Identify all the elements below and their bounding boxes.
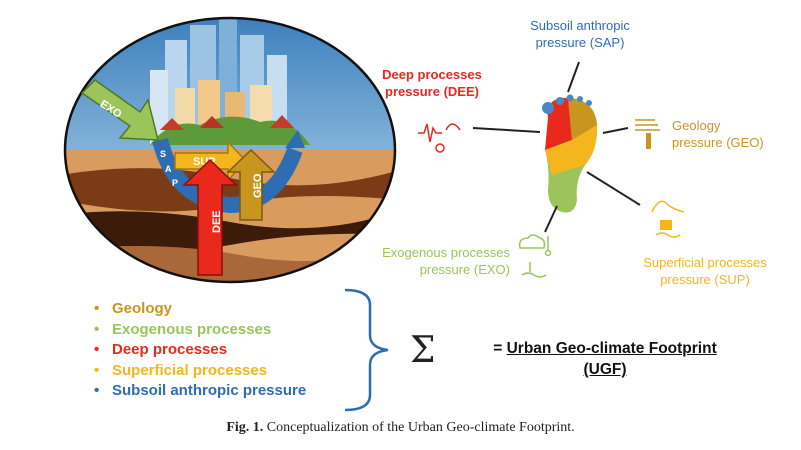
exo-arrow bbox=[80, 79, 159, 141]
legend-item-deep: •Deep processes bbox=[94, 341, 228, 358]
geo-connector bbox=[602, 127, 629, 134]
footprint bbox=[542, 94, 598, 213]
geo-arrow bbox=[226, 148, 276, 221]
city-skyline bbox=[150, 18, 310, 145]
geo-arrow-label: GEO bbox=[252, 173, 264, 198]
caption-label: Fig. 1. bbox=[226, 420, 264, 435]
weather-icon bbox=[518, 234, 552, 278]
sap-letter-a: A bbox=[165, 164, 172, 174]
dee-connector bbox=[472, 127, 541, 133]
legend-item-geology: •Geology bbox=[94, 300, 173, 317]
landslide-icon bbox=[651, 200, 685, 238]
dee-arrow bbox=[182, 158, 238, 276]
oval-border bbox=[63, 16, 397, 284]
sigma-symbol: Σ bbox=[410, 330, 436, 371]
sap-connector bbox=[567, 61, 580, 93]
exo-connector bbox=[544, 205, 558, 233]
geology-icon bbox=[635, 119, 660, 149]
sup-connector bbox=[586, 171, 641, 206]
sap-letter-s: S bbox=[160, 149, 166, 159]
ugf-result: = Urban Geo-climate Footprint (UGF) bbox=[493, 340, 717, 378]
seismic-icon bbox=[418, 123, 461, 153]
legend-item-exogenous: •Exogenous processes bbox=[94, 320, 272, 338]
sap-arrow-head bbox=[285, 130, 305, 148]
sap-curved-arrow bbox=[152, 137, 303, 214]
legend-item-superficial: •Superficial processes bbox=[94, 361, 268, 379]
dee-arrow-label: DEE bbox=[211, 210, 223, 233]
legend-list: •Geology •Exogenous processes •Deep proc… bbox=[92, 299, 306, 402]
caption-text: Conceptualization of the Urban Geo-clima… bbox=[263, 420, 575, 435]
figure-caption: Fig. 1. Conceptualization of the Urban G… bbox=[0, 420, 801, 436]
sap-letter-p: P bbox=[172, 178, 178, 188]
legend-item-subsoil: •Subsoil anthropic pressure bbox=[94, 382, 307, 399]
legend-brace bbox=[344, 288, 389, 412]
